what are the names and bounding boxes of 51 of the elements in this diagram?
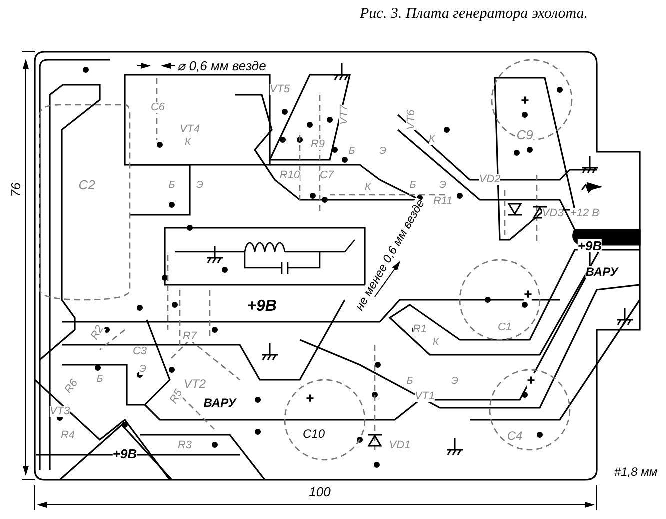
voltage-label: +9В [112,448,138,460]
component-label: C1 [498,322,512,334]
component-label: R1 [412,324,428,336]
pin-label: К [365,183,371,193]
thickness-note: #1,8 мм [614,466,658,478]
polarity-mark: + [526,373,536,387]
pin-label: Б [96,375,104,385]
dimension-label: 76 [10,182,22,198]
component-label: R7 [182,332,198,342]
pin-label: Э [196,181,204,191]
component-label: C9 [516,128,534,142]
component-label: VT1 [414,392,436,402]
dimension-label: 100 [309,486,331,498]
dimension-label: ⌀ 0,6 мм везде [178,60,266,72]
pin-label: Б [406,377,414,387]
pin-label: Э [452,377,458,387]
pin-label: Б [410,181,416,191]
component-label: R5 [168,388,186,406]
pin-label: Э [440,181,446,191]
component-label: R9 [310,140,326,150]
signal-label: ВАРУ [204,397,236,409]
component-label: R10 [280,170,300,182]
component-label: C7 [320,170,334,182]
figure-title: Рис. 3. Плата генератора эхолота. [360,6,588,23]
component-label: C2 [78,178,96,192]
component-label: R4 [60,430,76,442]
signal-label: ВАРУ [586,266,618,278]
pin-label: К [433,338,439,348]
pin-label: Э [380,147,386,157]
pin-label: Б [168,181,176,191]
component-label: C4 [507,430,523,442]
component-label: VD2 [479,174,501,186]
component-label: VT5 [270,84,290,96]
component-label: VT3 [50,406,70,418]
component-label: C3 [132,346,148,358]
component-label: VT2 [184,378,206,390]
voltage-label: +12 В [570,208,600,220]
pin-label: К [429,135,435,145]
component-label: VT6 [406,110,418,130]
component-label: R3 [178,440,192,452]
pin-label: Э [140,365,146,375]
component-label: R11 [433,196,453,208]
voltage-label: +9В [578,240,602,252]
component-label: VT4 [180,124,200,136]
component-label: VT7 [340,104,350,126]
pin-label: Б [348,147,356,157]
component-label: C6 [150,102,166,114]
component-label: VD3 [542,208,564,220]
component-label: C10 [303,428,325,440]
component-label: VD1 [389,440,411,452]
pin-label: К [185,138,191,148]
